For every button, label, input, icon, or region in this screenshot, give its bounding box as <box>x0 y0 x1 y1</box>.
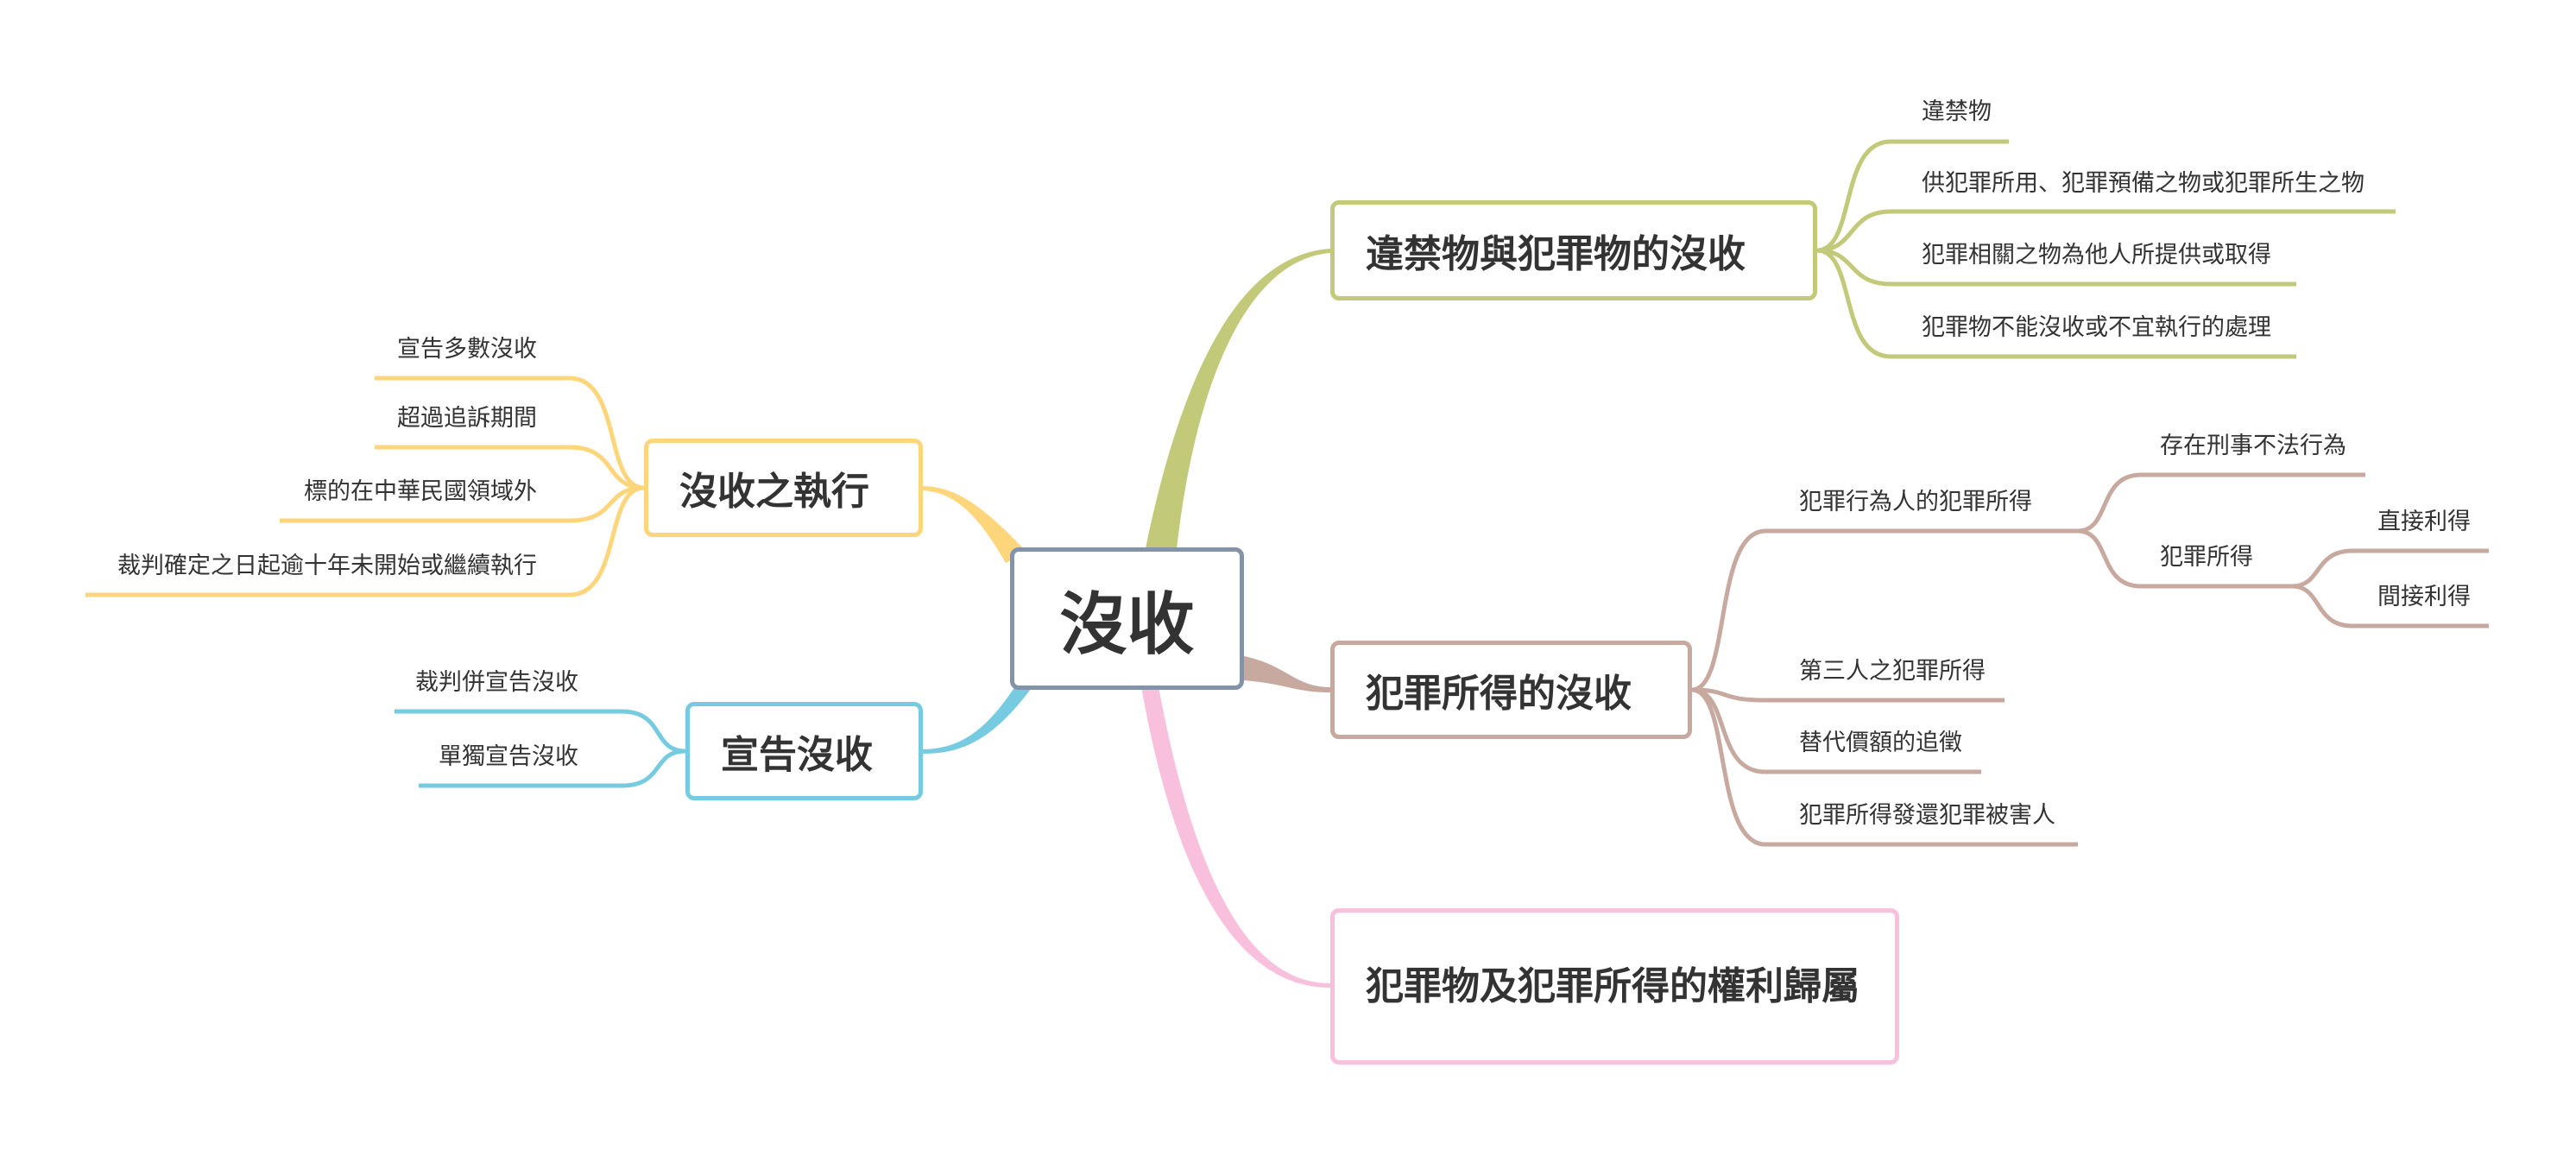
branch-blue <box>923 682 1036 754</box>
leaf-separate-declaration[interactable]: 單獨宣告沒收 <box>439 743 578 770</box>
leaf-third-party-proceeds[interactable]: 第三人之犯罪所得 <box>1799 658 1986 685</box>
leaf-unlawful-act[interactable]: 存在刑事不法行為 <box>2160 433 2346 459</box>
leaf-outside-territory[interactable]: 標的在中華民國領域外 <box>304 478 537 505</box>
blue-leaf-lines <box>395 709 686 788</box>
leaf-substitute-value[interactable]: 替代價額的追徵 <box>1799 730 1962 756</box>
leaf-indirect-gain[interactable]: 間接利得 <box>2377 584 2471 610</box>
leaf-contraband[interactable]: 違禁物 <box>1922 98 1992 125</box>
yellow-leaf-lines <box>85 376 645 597</box>
green-leaf-lines <box>1816 139 2396 359</box>
leaf-direct-gain[interactable]: 直接利得 <box>2377 509 2471 535</box>
branch-pink <box>1141 686 1330 988</box>
topic-execution[interactable]: 沒收之執行 <box>644 439 923 537</box>
leaf-cannot-confiscate[interactable]: 犯罪物不能沒收或不宜執行的處理 <box>1922 314 2271 341</box>
topic-ownership[interactable]: 犯罪物及犯罪所得的權利歸屬 <box>1330 908 1899 1065</box>
leaf-prosecution-period[interactable]: 超過追訴期間 <box>397 405 537 432</box>
branch-green <box>1144 249 1330 557</box>
leaf-multiple-declarations[interactable]: 宣告多數沒收 <box>397 336 537 363</box>
leaf-offender-proceeds[interactable]: 犯罪行為人的犯罪所得 <box>1799 489 2032 515</box>
branch-brown <box>1244 656 1330 692</box>
topic-proceeds[interactable]: 犯罪所得的沒收 <box>1330 641 1692 739</box>
brown-leaf-lines <box>1691 472 2489 847</box>
topic-declaration[interactable]: 宣告沒收 <box>685 702 923 800</box>
branch-yellow <box>923 486 1027 563</box>
leaf-joint-declaration[interactable]: 裁判併宣告沒收 <box>415 669 578 696</box>
topic-contraband[interactable]: 違禁物與犯罪物的沒收 <box>1330 200 1817 300</box>
leaf-ten-years[interactable]: 裁判確定之日起逾十年未開始或繼續執行 <box>117 553 537 579</box>
leaf-proceeds[interactable]: 犯罪所得 <box>2160 544 2253 571</box>
leaf-crime-tools[interactable]: 供犯罪所用、犯罪預備之物或犯罪所生之物 <box>1922 170 2364 197</box>
central-topic[interactable]: 沒收 <box>1010 547 1244 690</box>
leaf-third-party-items[interactable]: 犯罪相關之物為他人所提供或取得 <box>1922 242 2271 269</box>
leaf-return-to-victim[interactable]: 犯罪所得發還犯罪被害人 <box>1799 802 2055 829</box>
